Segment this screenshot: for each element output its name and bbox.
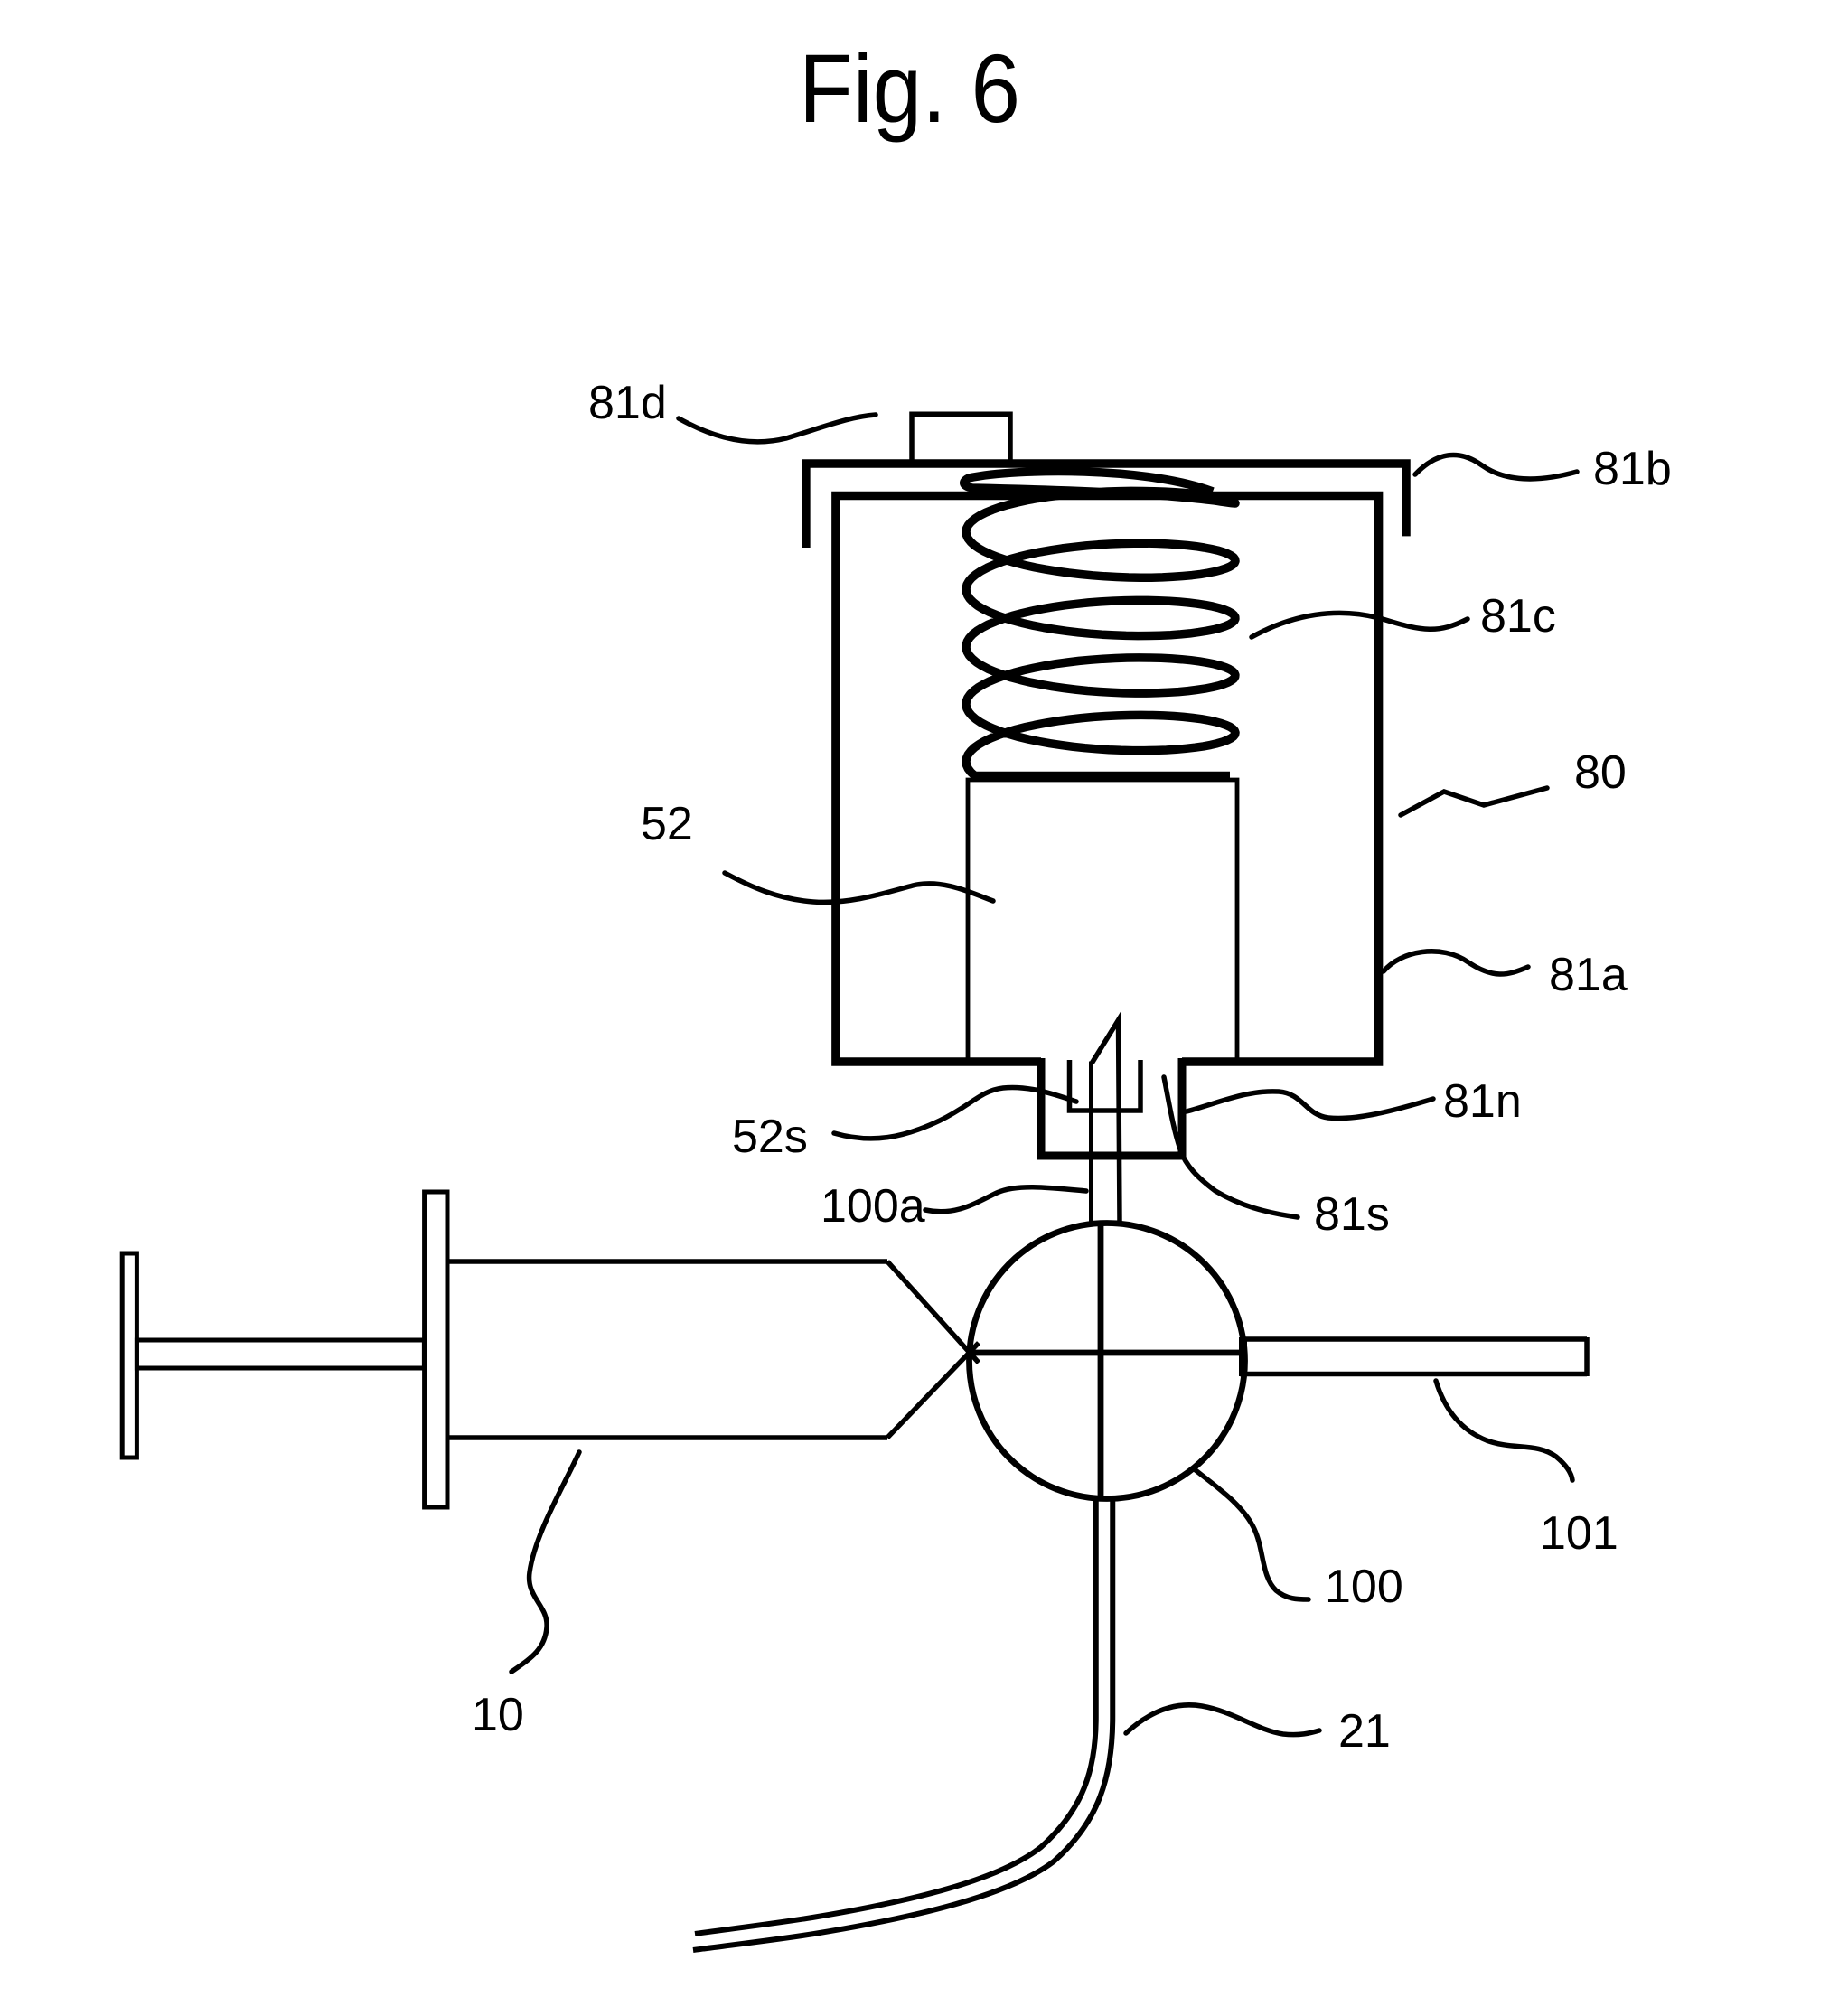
svg-text:100a: 100a bbox=[821, 1180, 925, 1233]
svg-text:81b: 81b bbox=[1593, 443, 1672, 495]
svg-text:81d: 81d bbox=[588, 377, 667, 429]
svg-text:Fig. 6: Fig. 6 bbox=[799, 33, 1020, 143]
svg-text:100: 100 bbox=[1325, 1561, 1403, 1613]
svg-text:81n: 81n bbox=[1443, 1075, 1522, 1128]
svg-text:80: 80 bbox=[1574, 746, 1627, 799]
svg-text:52: 52 bbox=[641, 798, 693, 850]
svg-text:101: 101 bbox=[1540, 1507, 1618, 1560]
svg-text:10: 10 bbox=[472, 1689, 524, 1741]
svg-text:81s: 81s bbox=[1314, 1188, 1390, 1241]
svg-text:21: 21 bbox=[1338, 1705, 1391, 1758]
svg-text:81c: 81c bbox=[1480, 590, 1556, 642]
svg-text:52s: 52s bbox=[732, 1111, 808, 1163]
svg-text:81a: 81a bbox=[1549, 949, 1628, 1001]
